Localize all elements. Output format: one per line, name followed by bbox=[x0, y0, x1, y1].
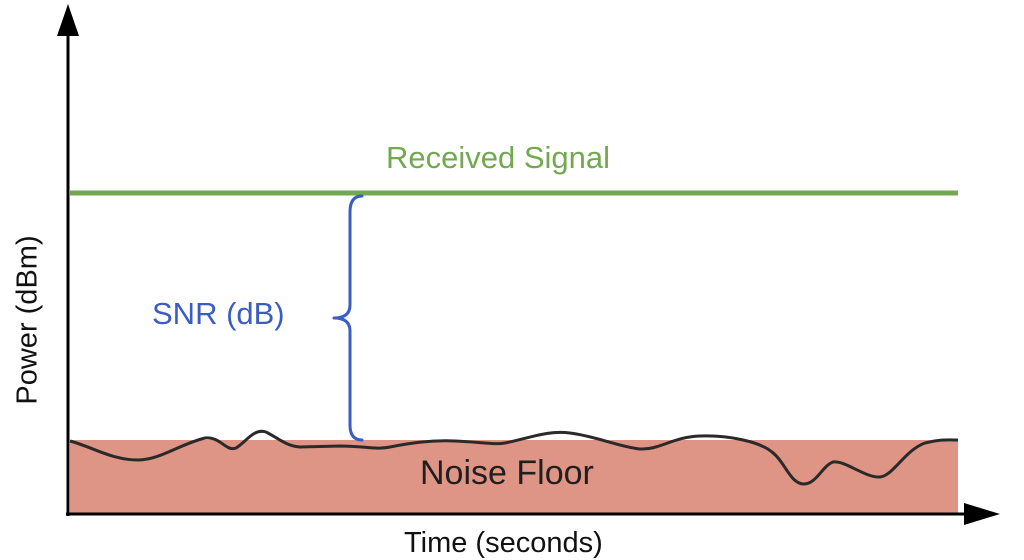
y-axis-arrowhead bbox=[57, 4, 79, 36]
received-signal-label: Received Signal bbox=[386, 140, 611, 175]
x-axis-label: Time (seconds) bbox=[404, 527, 603, 559]
snr-label: SNR (dB) bbox=[152, 296, 285, 331]
y-axis-label: Power (dBm) bbox=[11, 235, 44, 405]
noise-floor-region bbox=[70, 440, 958, 514]
x-axis-arrowhead bbox=[964, 503, 1000, 525]
snr-brace bbox=[332, 194, 364, 442]
noise-curve bbox=[69, 429, 959, 486]
noise-floor-label: Noise Floor bbox=[420, 454, 594, 492]
